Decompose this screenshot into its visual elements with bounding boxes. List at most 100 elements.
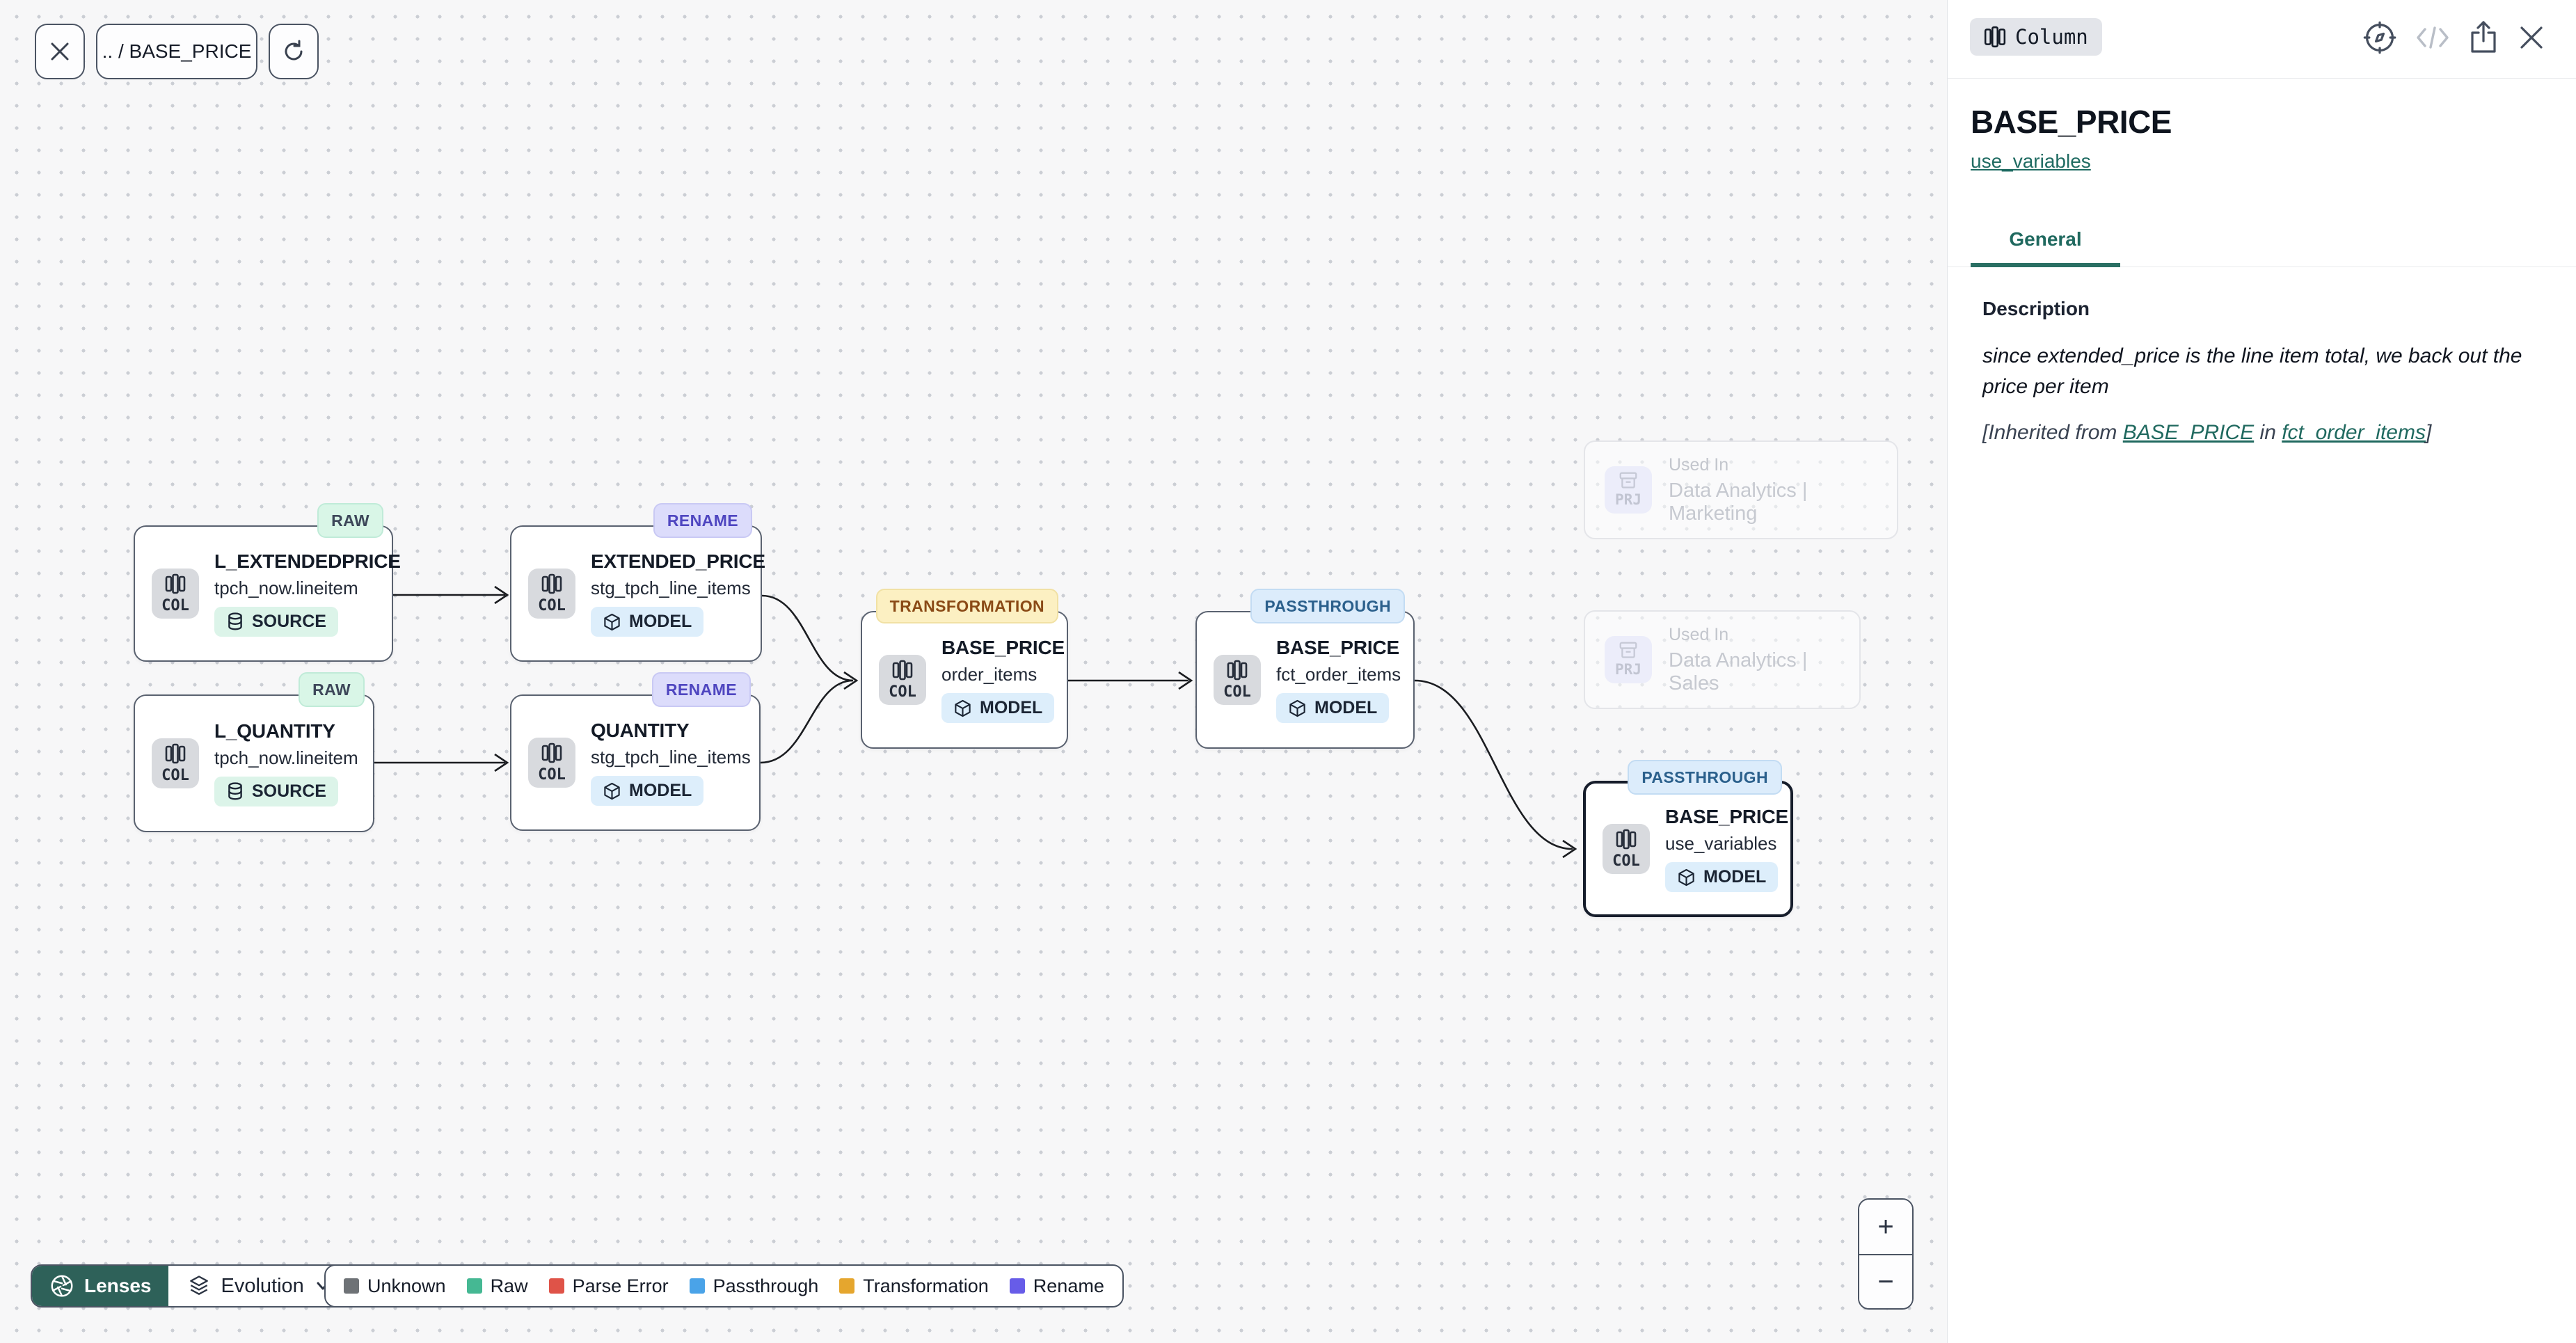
- lineage-node-l-extendedprice[interactable]: RAW COL L_EXTENDEDPRICE tpch_now.lineite…: [134, 503, 401, 662]
- node-subtitle: fct_order_items: [1276, 664, 1401, 685]
- project-icon: [1619, 642, 1637, 658]
- close-icon: [2520, 26, 2543, 49]
- column-icon-box: COL: [1214, 655, 1261, 705]
- column-icon: [1616, 829, 1637, 850]
- explore-lineage-button[interactable]: [2362, 19, 2398, 56]
- used-in-node-sales: PRJ Used In Data Analytics | Sales: [1584, 610, 1861, 709]
- node-title: BASE_PRICE: [1665, 806, 1788, 827]
- panel-header-divider: [1948, 78, 2576, 79]
- node-subtitle: order_items: [941, 664, 1037, 685]
- column-icon: [541, 573, 562, 594]
- panel-tabs: General: [1948, 224, 2576, 267]
- evolution-legend: Unknown Raw Parse Error Passthrough Tran…: [324, 1264, 1124, 1308]
- used-in-node-marketing: PRJ Used In Data Analytics | Marketing: [1584, 440, 1898, 539]
- node-title: BASE_PRICE: [1276, 637, 1399, 658]
- inherited-model-link[interactable]: fct_order_items: [2282, 421, 2426, 444]
- lineage-node-base-price-order-items[interactable]: TRANSFORMATION COL BASE_PRICE order_item…: [861, 589, 1068, 749]
- database-icon: [228, 612, 242, 630]
- database-icon: [228, 781, 242, 800]
- entity-type-label: Column: [2015, 25, 2088, 49]
- chip-label: SOURCE: [252, 781, 326, 801]
- panel-actions: [2362, 19, 2547, 56]
- inherited-middle: in: [2254, 421, 2282, 444]
- node-subtitle: stg_tpch_line_items: [591, 747, 751, 768]
- cube-icon: [604, 613, 620, 630]
- column-icon-box: COL: [879, 655, 926, 705]
- legend-label: Transformation: [863, 1275, 989, 1296]
- cube-icon: [955, 699, 971, 717]
- column-icon: [1984, 26, 2006, 48]
- entity-type-chip: Column: [1970, 18, 2102, 56]
- source-chip: SOURCE: [214, 607, 338, 637]
- column-icon: [165, 573, 186, 594]
- close-panel-button[interactable]: [2516, 22, 2547, 53]
- evolution-badge: RENAME: [651, 672, 751, 707]
- view-code-button[interactable]: [2415, 22, 2451, 53]
- legend-item: Passthrough: [689, 1276, 818, 1297]
- zoom-out-button[interactable]: −: [1859, 1254, 1912, 1308]
- legend-swatch-raw: [466, 1278, 482, 1294]
- close-lineage-button[interactable]: [35, 24, 85, 79]
- lineage-node-base-price-use-variables[interactable]: PASSTHROUGH COL BASE_PRICE use_variables…: [1583, 760, 1793, 917]
- model-link[interactable]: use_variables: [1971, 150, 2091, 172]
- chip-label: MODEL: [980, 698, 1043, 717]
- cube-icon: [1289, 699, 1305, 717]
- refresh-button[interactable]: [269, 24, 319, 79]
- node-title: L_QUANTITY: [214, 720, 335, 742]
- legend-swatch-transformation: [839, 1278, 855, 1294]
- lineage-node-quantity[interactable]: RENAME COL QUANTITY stg_tpch_line_items …: [510, 672, 761, 831]
- column-icon-box: COL: [528, 738, 575, 788]
- zoom-controls: + −: [1858, 1198, 1914, 1310]
- evolution-badge: PASSTHROUGH: [1250, 589, 1405, 623]
- evolution-badge: RAW: [299, 672, 365, 707]
- cube-icon: [604, 782, 620, 800]
- compass-icon: [2363, 21, 2396, 54]
- column-icon: [892, 660, 913, 681]
- breadcrumb-label: .. / BASE_PRICE: [102, 40, 252, 62]
- column-type-label: COL: [889, 683, 916, 701]
- cube-icon: [1678, 868, 1694, 886]
- lenses-button[interactable]: Lenses: [32, 1266, 168, 1306]
- legend-swatch-passthrough: [689, 1278, 705, 1294]
- inherited-column-link[interactable]: BASE_PRICE: [2122, 421, 2255, 444]
- legend-label: Unknown: [367, 1275, 446, 1296]
- used-in-label: Used In: [1669, 454, 1729, 475]
- legend-item: Unknown: [344, 1276, 446, 1297]
- column-icon-box: COL: [152, 738, 199, 788]
- close-icon: [51, 42, 69, 61]
- lens-bar: Lenses Evolution: [31, 1264, 351, 1308]
- project-icon-box: PRJ: [1605, 466, 1652, 514]
- lenses-label: Lenses: [84, 1275, 152, 1296]
- panel-title: BASE_PRICE: [1971, 104, 2172, 140]
- inherited-suffix: ]: [2425, 421, 2432, 444]
- breadcrumb[interactable]: .. / BASE_PRICE: [96, 24, 257, 79]
- lineage-node-l-quantity[interactable]: RAW COL L_QUANTITY tpch_now.lineitem SOU…: [134, 672, 374, 832]
- lineage-canvas[interactable]: .. / BASE_PRICE PRJ Used In Data Analyti…: [0, 0, 1947, 1343]
- project-icon: [1619, 472, 1637, 488]
- source-chip: SOURCE: [214, 777, 338, 806]
- share-button[interactable]: [2467, 20, 2499, 55]
- column-icon-box: COL: [152, 569, 199, 619]
- refresh-icon: [285, 40, 303, 61]
- lineage-node-extended-price[interactable]: RENAME COL EXTENDED_PRICE stg_tpch_line_…: [510, 503, 765, 662]
- tab-general[interactable]: General: [1971, 224, 2120, 267]
- column-type-label: COL: [1223, 683, 1251, 701]
- model-chip: MODEL: [591, 607, 704, 637]
- stack-icon: [189, 1276, 208, 1295]
- model-chip: MODEL: [1276, 693, 1390, 723]
- legend-label: Parse Error: [572, 1275, 669, 1296]
- lineage-node-base-price-fct-order-items[interactable]: PASSTHROUGH COL BASE_PRICE fct_order_ite…: [1195, 589, 1415, 749]
- node-subtitle: tpch_now.lineitem: [214, 578, 358, 598]
- legend-item: Rename: [1009, 1276, 1104, 1297]
- evolution-badge: TRANSFORMATION: [875, 589, 1058, 623]
- lens-mode-dropdown[interactable]: Evolution: [168, 1266, 350, 1306]
- column-type-label: COL: [161, 767, 189, 784]
- legend-swatch-parse-error: [548, 1278, 564, 1294]
- model-chip: MODEL: [1665, 862, 1779, 892]
- column-icon-box: COL: [1603, 824, 1650, 874]
- legend-item: Raw: [466, 1276, 528, 1297]
- zoom-in-button[interactable]: +: [1859, 1200, 1912, 1254]
- inherited-note: [Inherited from BASE_PRICE in fct_order_…: [1982, 418, 2546, 448]
- column-icon: [1227, 660, 1248, 681]
- node-title: L_EXTENDEDPRICE: [214, 550, 401, 572]
